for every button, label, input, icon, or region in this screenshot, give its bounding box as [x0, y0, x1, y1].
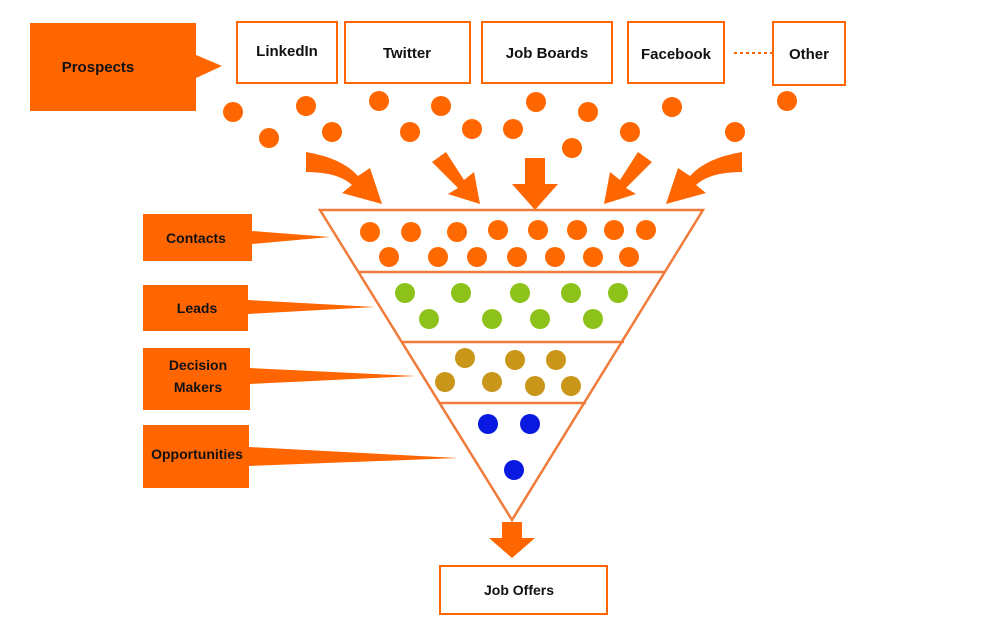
prospects-callout: Prospects	[30, 23, 222, 111]
prospect-dot	[431, 96, 451, 116]
contact-dot	[545, 247, 565, 267]
source-label-twitter: Twitter	[383, 45, 431, 62]
lead-dot	[530, 309, 550, 329]
prospect-dot	[725, 122, 745, 142]
decision-dot	[435, 372, 455, 392]
decision-dot	[546, 350, 566, 370]
contact-dot	[401, 222, 421, 242]
source-label-facebook: Facebook	[641, 46, 712, 63]
prospect-dot	[503, 119, 523, 139]
stage-box-leads	[143, 285, 375, 331]
funnel-arrows	[306, 152, 742, 210]
prospect-dot	[223, 102, 243, 122]
source-box-facebook	[627, 21, 725, 84]
leads-dots	[395, 283, 628, 329]
decision-dot	[482, 372, 502, 392]
stage-label-leads: Leads	[177, 300, 218, 316]
stage-callout-leads: Leads	[143, 285, 375, 331]
contact-dot	[604, 220, 624, 240]
funnel	[317, 208, 706, 523]
prospect-dot	[662, 97, 682, 117]
stage-box-contacts	[143, 214, 330, 261]
opportunity-dot	[504, 460, 524, 480]
contact-dot	[583, 247, 603, 267]
outcome-box: Job Offers	[439, 565, 608, 615]
decision-makers-dots	[435, 348, 581, 396]
contact-dot	[467, 247, 487, 267]
lead-dot	[510, 283, 530, 303]
stage-box-opportunities	[143, 425, 458, 488]
contact-dot	[428, 247, 448, 267]
funnel-outline	[317, 208, 706, 523]
opportunity-dot	[520, 414, 540, 434]
prospect-dot	[578, 102, 598, 122]
source-box-twitter	[344, 21, 471, 84]
decision-dot	[561, 376, 581, 396]
prospect-dot	[259, 128, 279, 148]
sources-row: LinkedIn Twitter Job Boards Facebook Oth…	[236, 21, 846, 86]
job-offers-box	[439, 565, 608, 615]
prospect-dot	[296, 96, 316, 116]
lead-dot	[419, 309, 439, 329]
contact-dot	[619, 247, 639, 267]
contact-dot	[636, 220, 656, 240]
prospect-dot	[620, 122, 640, 142]
opportunity-dot	[478, 414, 498, 434]
prospects-box	[30, 23, 222, 111]
source-box-job-boards	[481, 21, 613, 84]
decision-dot	[525, 376, 545, 396]
lead-dot	[451, 283, 471, 303]
lead-dot	[395, 283, 415, 303]
source-label-linkedin: LinkedIn	[256, 43, 318, 60]
source-label-other: Other	[789, 46, 829, 63]
arrow-down-left	[432, 152, 480, 204]
lead-dot	[561, 283, 581, 303]
prospect-dot	[526, 92, 546, 112]
contact-dot	[507, 247, 527, 267]
stage-callout-opportunities: Opportunities	[143, 425, 458, 488]
opportunities-dots	[478, 414, 540, 480]
contact-dot	[567, 220, 587, 240]
source-box-other	[772, 21, 846, 86]
job-offers-label: Job Offers	[484, 582, 554, 598]
contact-dot	[379, 247, 399, 267]
decision-dot	[505, 350, 525, 370]
stage-box-decision-makers	[143, 348, 416, 410]
lead-dot	[608, 283, 628, 303]
stage-label-contacts: Contacts	[166, 230, 226, 246]
decision-dot	[455, 348, 475, 368]
prospect-dot	[369, 91, 389, 111]
stage-label-decision: Decision	[169, 357, 227, 373]
stage-label-makers: Makers	[174, 379, 222, 395]
arrow-down-center	[512, 158, 558, 210]
contact-dot	[360, 222, 380, 242]
source-label-job-boards: Job Boards	[506, 45, 589, 62]
outcome-arrow	[489, 522, 535, 558]
arrow-down-right	[604, 152, 652, 204]
contacts-dots	[360, 220, 656, 267]
prospect-dot	[400, 122, 420, 142]
prospect-dots	[223, 91, 797, 158]
stage-callout-contacts: Contacts	[143, 214, 330, 261]
curved-arrow-right	[666, 152, 742, 204]
prospect-dot	[562, 138, 582, 158]
contact-dot	[488, 220, 508, 240]
stage-label-opportunities: Opportunities	[151, 446, 243, 462]
prospects-label: Prospects	[62, 59, 135, 76]
prospect-dot	[322, 122, 342, 142]
curved-arrow-left	[306, 152, 382, 204]
prospect-dot	[777, 91, 797, 111]
prospect-dot	[462, 119, 482, 139]
source-box-linkedin	[236, 21, 338, 84]
stage-callout-decision-makers: Decision Makers	[143, 348, 416, 410]
lead-dot	[583, 309, 603, 329]
contact-dot	[528, 220, 548, 240]
lead-dot	[482, 309, 502, 329]
contact-dot	[447, 222, 467, 242]
